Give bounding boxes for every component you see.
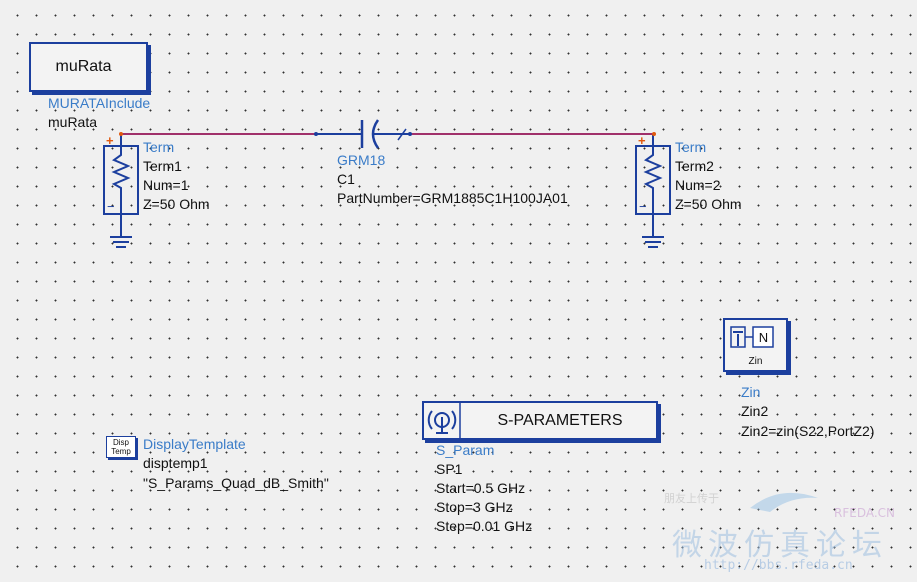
display-icon-line2: Temp: [111, 447, 131, 456]
term1-name-label: Term1: [143, 158, 182, 174]
svg-text:+: +: [106, 133, 114, 148]
watermark-wing-icon: [750, 492, 818, 512]
svg-text:−: −: [639, 199, 647, 214]
watermark-url: http://bbs.rfeda.cn: [704, 558, 853, 573]
term1-z-label: Z=50 Ohm: [143, 196, 210, 212]
zin-icon-label: Zin: [748, 356, 763, 367]
zin-measurement-block[interactable]: N Zin: [723, 318, 788, 372]
cap-part-label: PartNumber=GRM1885C1H100JA01: [337, 190, 568, 206]
display-template-icon[interactable]: Disp Temp: [106, 436, 136, 458]
murata-box-label: muRata: [55, 58, 112, 75]
term2-type-label: Term: [675, 139, 707, 155]
sparam-type-label: S_Param: [436, 442, 495, 458]
display-template-label: "S_Params_Quad_dB_Smith": [143, 475, 329, 491]
display-name-label: disptemp1: [143, 455, 208, 471]
watermark-title: 微波仿真论坛: [672, 528, 888, 563]
zin-port-icon: [730, 326, 774, 348]
term2-num-label: Num=2: [675, 177, 721, 193]
display-icon-line1: Disp: [112, 438, 129, 447]
watermark: 朋友上传于 RFEDA.CN 微波仿真论坛 http://bbs.rfeda.c…: [650, 486, 912, 578]
zin-type-label: Zin: [741, 384, 761, 400]
display-type-label: DisplayTemplate: [143, 436, 246, 452]
term1-num-label: Num=1: [143, 177, 189, 193]
sparam-step-label: Step=0.01 GHz: [436, 518, 533, 534]
term1-symbol[interactable]: + −: [103, 132, 139, 248]
sparam-name-label: SP1: [436, 461, 463, 477]
term2-name-label: Term2: [675, 158, 714, 174]
svg-text:−: −: [107, 199, 115, 214]
murata-instance-label: muRata: [48, 114, 98, 130]
sparam-antenna-icon: [427, 403, 461, 438]
sparam-stop-label: Stop=3 GHz: [436, 499, 513, 515]
term2-z-label: Z=50 Ohm: [675, 196, 742, 212]
term1-type-label: Term: [143, 139, 175, 155]
zin-icon-letter: N: [758, 330, 769, 345]
cap-type-label: GRM18: [337, 152, 386, 168]
cap-name-label: C1: [337, 171, 355, 187]
capacitor-symbol[interactable]: [314, 119, 412, 149]
s-parameters-controller[interactable]: S-PARAMETERS: [422, 401, 658, 440]
watermark-top-text: 朋友上传于: [664, 492, 719, 505]
sparam-box-label: S-PARAMETERS: [497, 412, 623, 429]
murata-type-label: MURATAInclude: [48, 95, 151, 111]
sparam-start-label: Start=0.5 GHz: [436, 480, 526, 496]
svg-text:+: +: [638, 133, 646, 148]
murata-include-block[interactable]: muRata: [29, 42, 148, 92]
term2-symbol[interactable]: + −: [635, 132, 671, 248]
zin-name-label: Zin2: [741, 403, 769, 419]
watermark-brand: RFEDA.CN: [834, 506, 896, 520]
zin-expr-label: Zin2=zin(S22,PortZ2): [741, 423, 875, 439]
